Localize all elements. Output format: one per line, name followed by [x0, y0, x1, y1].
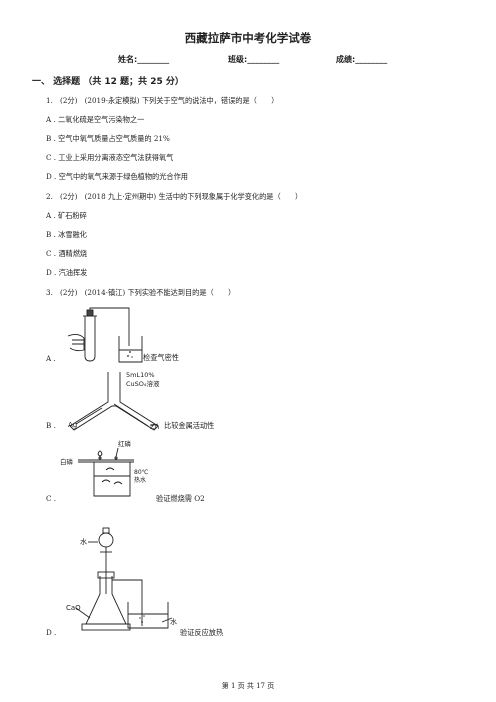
q3-option-d-letter: D . — [46, 628, 57, 637]
q3-caption-c: 验证燃烧需 O2 — [156, 494, 205, 503]
combustion-figure: 红磷 白磷 80℃ 热水 — [60, 439, 149, 497]
funnel-water-label: 水 — [80, 537, 87, 546]
q3-option-a-letter: A . — [46, 354, 56, 363]
section-heading: 一、 选择题 （共 12 题；共 25 分） — [32, 77, 184, 87]
q2-option-b: B . 冰雪融化 — [46, 230, 87, 239]
page-title: 西藏拉萨市中考化学试卷 — [184, 31, 312, 45]
page-footer: 第 1 页 共 17 页 — [221, 682, 275, 690]
q1-option-a: A . 二氧化硫是空气污染物之一 — [46, 115, 145, 124]
q1-option-b: B . 空气中氧气质量占空气质量的 21% — [46, 134, 170, 143]
beaker-water-label: 水 — [170, 617, 177, 626]
q3-stem: 3. (2分) (2014·镇江) 下列实验不能达到目的是（ ） — [46, 288, 236, 297]
cuso4-volume-label: 5mL10% — [126, 371, 155, 379]
q2-option-a: A . 矿石粉碎 — [46, 211, 87, 220]
q3-option-c-letter: C . — [46, 494, 57, 503]
q3-option-b-letter: B . — [46, 421, 56, 430]
q1-stem: 1. (2分) (2019·永定模拟) 下列关于空气的说法中，错误的是（ ） — [46, 96, 279, 105]
q1-option-d: D . 空气中的氧气来源于绿色植物的光合作用 — [46, 172, 188, 181]
q3-caption-a: 检查气密性 — [143, 353, 179, 362]
score-field: 成绩:________ — [336, 55, 388, 64]
class-field: 班级:________ — [228, 55, 280, 64]
airtight-check-figure — [67, 307, 143, 363]
cao-label: CaO — [66, 604, 81, 612]
q1-option-c: C . 工业上采用分离液态空气法获得氧气 — [46, 153, 174, 162]
red-phosphorus-label: 红磷 — [118, 439, 132, 448]
ag-label: Ag — [68, 421, 77, 429]
zn-label: Zn — [150, 423, 159, 431]
hot-water-temp-label: 80℃ — [134, 469, 149, 476]
name-field: 姓名:________ — [118, 55, 170, 64]
hot-water-label: 热水 — [134, 476, 146, 484]
q3-caption-d: 验证反应放热 — [180, 628, 224, 637]
q2-option-c: C . 酒精燃烧 — [46, 249, 88, 258]
metal-activity-figure: Ag Zn 5mL10% CuSO₄溶液 — [68, 371, 160, 431]
q3-caption-b: 比较金属活动性 — [164, 421, 215, 430]
cuso4-solution-label: CuSO₄溶液 — [126, 379, 160, 388]
white-phosphorus-label: 白磷 — [60, 457, 74, 466]
q2-stem: 2. (2分) (2018 九上·定州期中) 生活中的下列现象属于化学变化的是（… — [46, 192, 303, 201]
q2-option-d: D . 汽油挥发 — [46, 268, 88, 277]
exothermic-reaction-figure: 水 CaO 水 — [66, 527, 177, 631]
